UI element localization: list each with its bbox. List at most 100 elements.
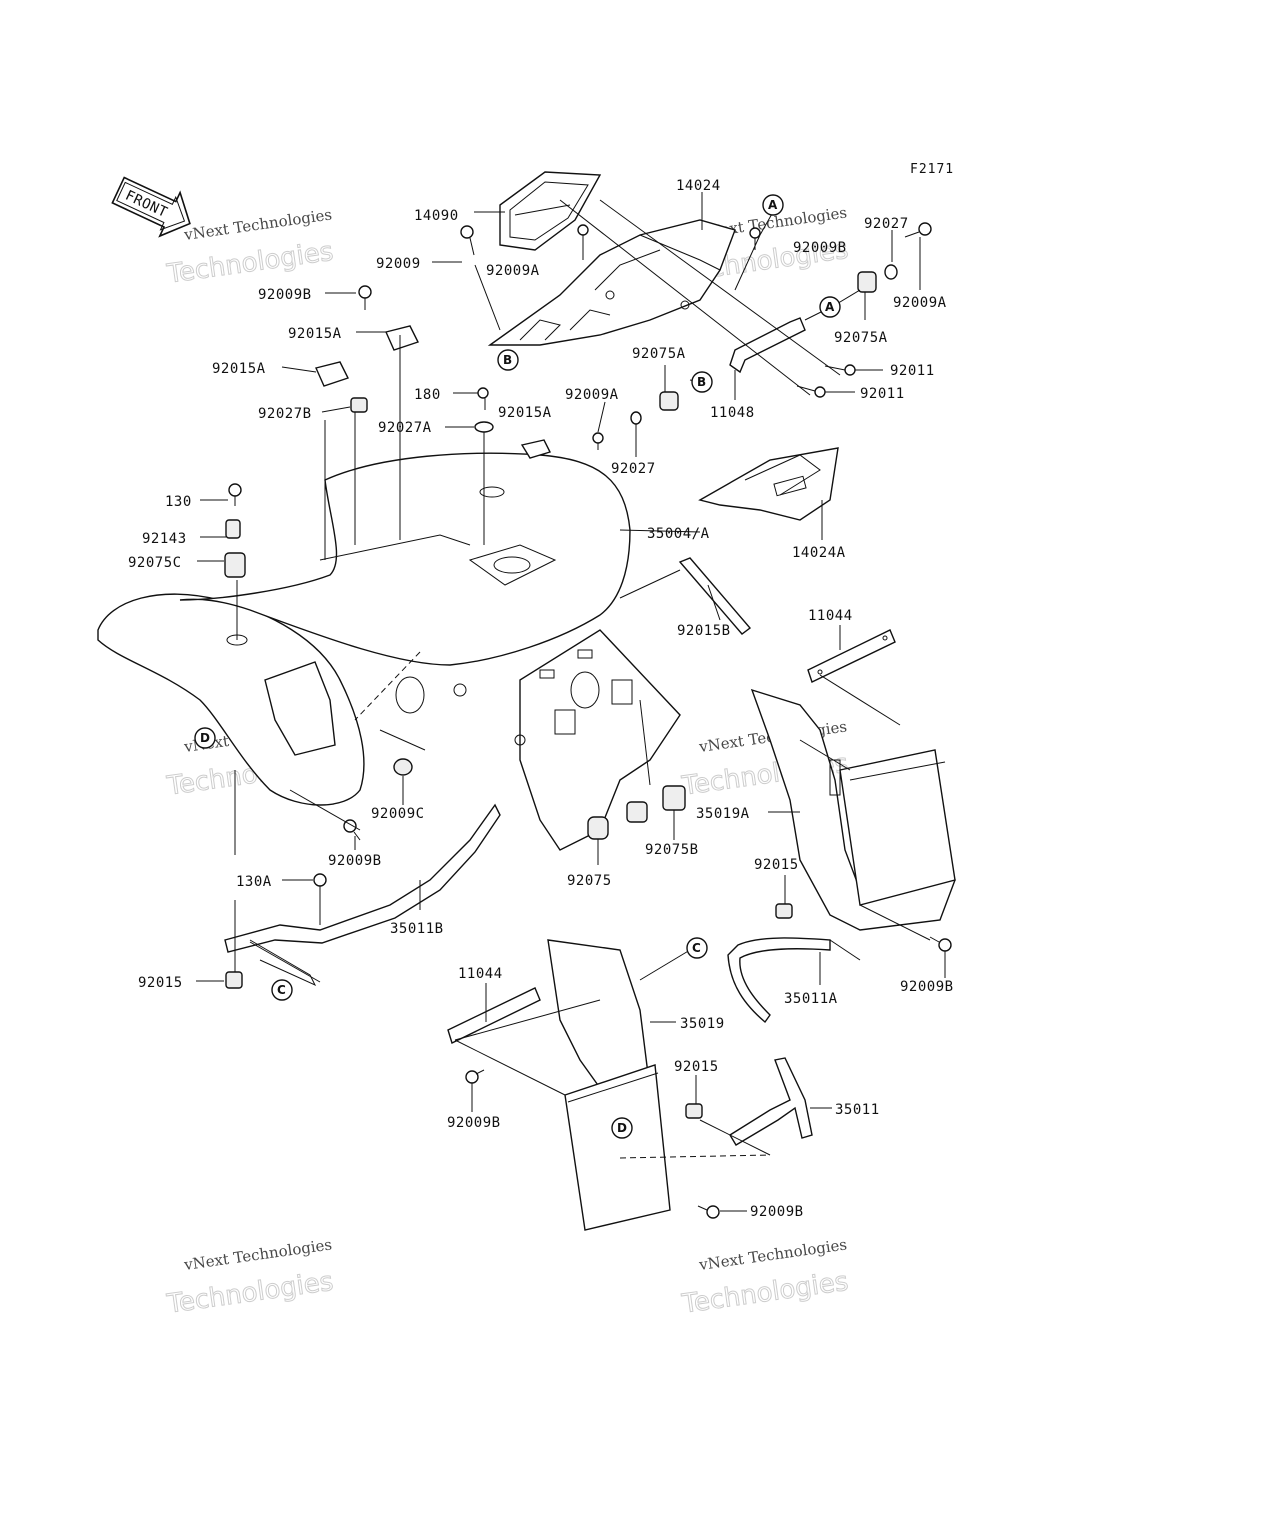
collar-icon <box>225 519 241 539</box>
link-rod-icon <box>678 557 752 635</box>
reflector-14090 <box>499 171 602 251</box>
plate-11044-right <box>807 629 896 683</box>
part-label-92009A: 92009A <box>893 295 947 311</box>
ref-marker-b: B <box>691 371 713 393</box>
cap-icon <box>393 758 413 776</box>
part-label-11044: 11044 <box>808 608 853 624</box>
grommet-icon <box>857 271 877 293</box>
rear-cover-14024 <box>487 219 736 346</box>
washer-icon <box>474 421 494 433</box>
part-label-92027: 92027 <box>864 216 909 232</box>
part-label-92009: 92009 <box>376 256 421 272</box>
part-label-35019: 35019 <box>680 1016 725 1032</box>
fender-35004 <box>97 452 681 851</box>
ref-marker-c: C <box>271 979 293 1001</box>
ref-marker-a: A <box>819 296 841 318</box>
part-label-92015: 92015 <box>138 975 183 991</box>
part-label-92009B: 92009B <box>447 1115 501 1131</box>
part-label-92009A: 92009A <box>486 263 540 279</box>
part-label-35004: 35004/A <box>647 526 710 542</box>
washer-icon <box>630 411 642 425</box>
hardware-group <box>224 222 952 1219</box>
bolt-icon <box>228 483 242 506</box>
watermark-text: vNext Technologies <box>182 1235 333 1274</box>
grommet-icon <box>659 391 679 411</box>
part-label-92075B: 92075B <box>645 842 699 858</box>
clip-icon <box>385 325 419 351</box>
grommet-icon <box>626 801 648 823</box>
part-label-92011: 92011 <box>890 363 935 379</box>
leader-lines <box>196 192 946 1212</box>
svg-text:A: A <box>768 198 778 212</box>
grommet-icon <box>224 552 246 578</box>
grommet-icon <box>662 785 686 811</box>
bolt-icon <box>749 227 761 250</box>
reference-markers: A A B B C C D D <box>194 194 841 1139</box>
grommet-icon <box>587 816 609 840</box>
part-label-92027: 92027 <box>611 461 656 477</box>
stay-35011 <box>729 1057 813 1146</box>
stay-35011A <box>727 937 831 1024</box>
svg-text:D: D <box>617 1121 627 1135</box>
ref-marker-b: B <box>497 349 519 371</box>
ref-marker-d: D <box>611 1117 633 1139</box>
watermark-outline: Technologies <box>165 1267 336 1320</box>
bolt-icon <box>592 432 604 450</box>
part-label-35011A: 35011A <box>784 991 838 1007</box>
part-label-92075A: 92075A <box>632 346 686 362</box>
part-label-11048: 11048 <box>710 405 755 421</box>
part-label-92015: 92015 <box>674 1059 719 1075</box>
svg-text:C: C <box>277 983 286 997</box>
part-label-92009B: 92009B <box>900 979 954 995</box>
cover-14024A <box>698 447 839 521</box>
clip-icon <box>520 439 551 459</box>
nut-icon <box>685 1103 703 1119</box>
part-label-92009B: 92009B <box>328 853 382 869</box>
grommet-icon <box>350 397 368 413</box>
part-label-11044: 11044 <box>458 966 503 982</box>
bolt-icon <box>465 1069 485 1084</box>
bolt-icon <box>313 873 327 925</box>
part-label-92027A: 92027A <box>378 420 432 436</box>
watermark-text: vNext Technologies <box>697 1235 848 1274</box>
svg-text:B: B <box>503 353 512 367</box>
bolt-icon <box>824 364 856 376</box>
bracket-35011B <box>224 803 501 987</box>
plate-11044-left <box>447 987 541 1044</box>
part-label-14024A: 14024A <box>792 545 846 561</box>
part-label-92009A: 92009A <box>565 387 619 403</box>
bolt-icon <box>343 819 361 841</box>
clip-icon <box>315 361 349 387</box>
part-label-92015A: 92015A <box>212 361 266 377</box>
part-label-92011: 92011 <box>860 386 905 402</box>
bolt-icon <box>929 936 952 952</box>
part-label-14024: 14024 <box>676 178 721 194</box>
part-label-92075A: 92075A <box>834 330 888 346</box>
svg-text:A: A <box>825 300 835 314</box>
ref-marker-a: A <box>762 194 784 216</box>
part-label-35019A: 35019A <box>696 806 750 822</box>
mudflap-35019A <box>750 688 956 931</box>
part-label-92015A: 92015A <box>498 405 552 421</box>
part-label-130A: 130A <box>236 874 272 890</box>
ref-marker-c: C <box>686 937 708 959</box>
part-labels: 14090 14024 92027 92009 92009A 92009B 92… <box>128 178 954 1220</box>
bolt-icon <box>577 224 589 248</box>
nut-icon <box>775 903 793 919</box>
part-label-180: 180 <box>414 387 441 403</box>
watermark-outline: Technologies <box>680 1267 851 1320</box>
part-label-92015B: 92015B <box>677 623 731 639</box>
nut-icon <box>225 971 243 989</box>
part-label-35011: 35011 <box>835 1102 880 1118</box>
part-label-92009C: 92009C <box>371 806 425 822</box>
part-label-92075C: 92075C <box>128 555 182 571</box>
part-label-92009B: 92009B <box>793 240 847 256</box>
figure-code: F2171 <box>910 162 954 177</box>
part-label-92143: 92143 <box>142 531 187 547</box>
mudflap-35019 <box>547 939 671 1231</box>
part-label-14090: 14090 <box>414 208 459 224</box>
bracket-11048 <box>729 317 806 374</box>
svg-text:C: C <box>692 941 701 955</box>
bolt-icon <box>697 1205 720 1219</box>
